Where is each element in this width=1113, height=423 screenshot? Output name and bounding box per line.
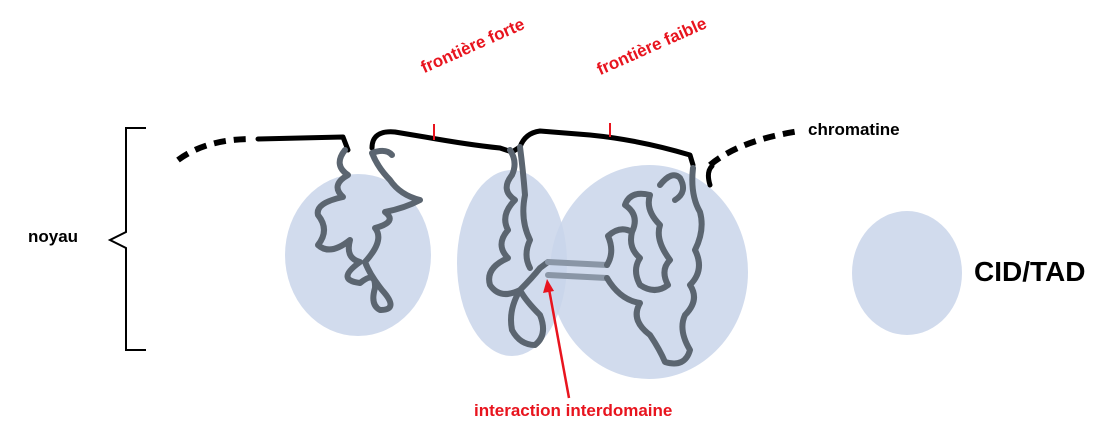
- interaction-arrow-line: [547, 288, 571, 399]
- nucleus-bracket: [107, 127, 146, 351]
- domain-ellipse-2: [457, 170, 567, 356]
- interdomain-bridge: [545, 259, 610, 281]
- nucleus-label: noyau: [28, 227, 79, 246]
- chromatin-loop-domain-1: [314, 147, 423, 313]
- chromatin-dashed-right: [708, 128, 801, 168]
- chromatin-loop-domain-3: [604, 165, 705, 367]
- legend-domain-ellipse: [852, 211, 962, 335]
- chromatin-label: chromatine: [808, 120, 900, 139]
- chromatin-loop-domain-2: [486, 144, 551, 348]
- cid-tad-label: CID/TAD: [974, 256, 1086, 287]
- domain-ellipse-1: [285, 174, 431, 336]
- chromatin-dashed-left: [176, 136, 249, 163]
- interdomain-interaction-label: interaction interdomaine: [474, 401, 673, 420]
- interaction-arrow-head: [543, 279, 554, 293]
